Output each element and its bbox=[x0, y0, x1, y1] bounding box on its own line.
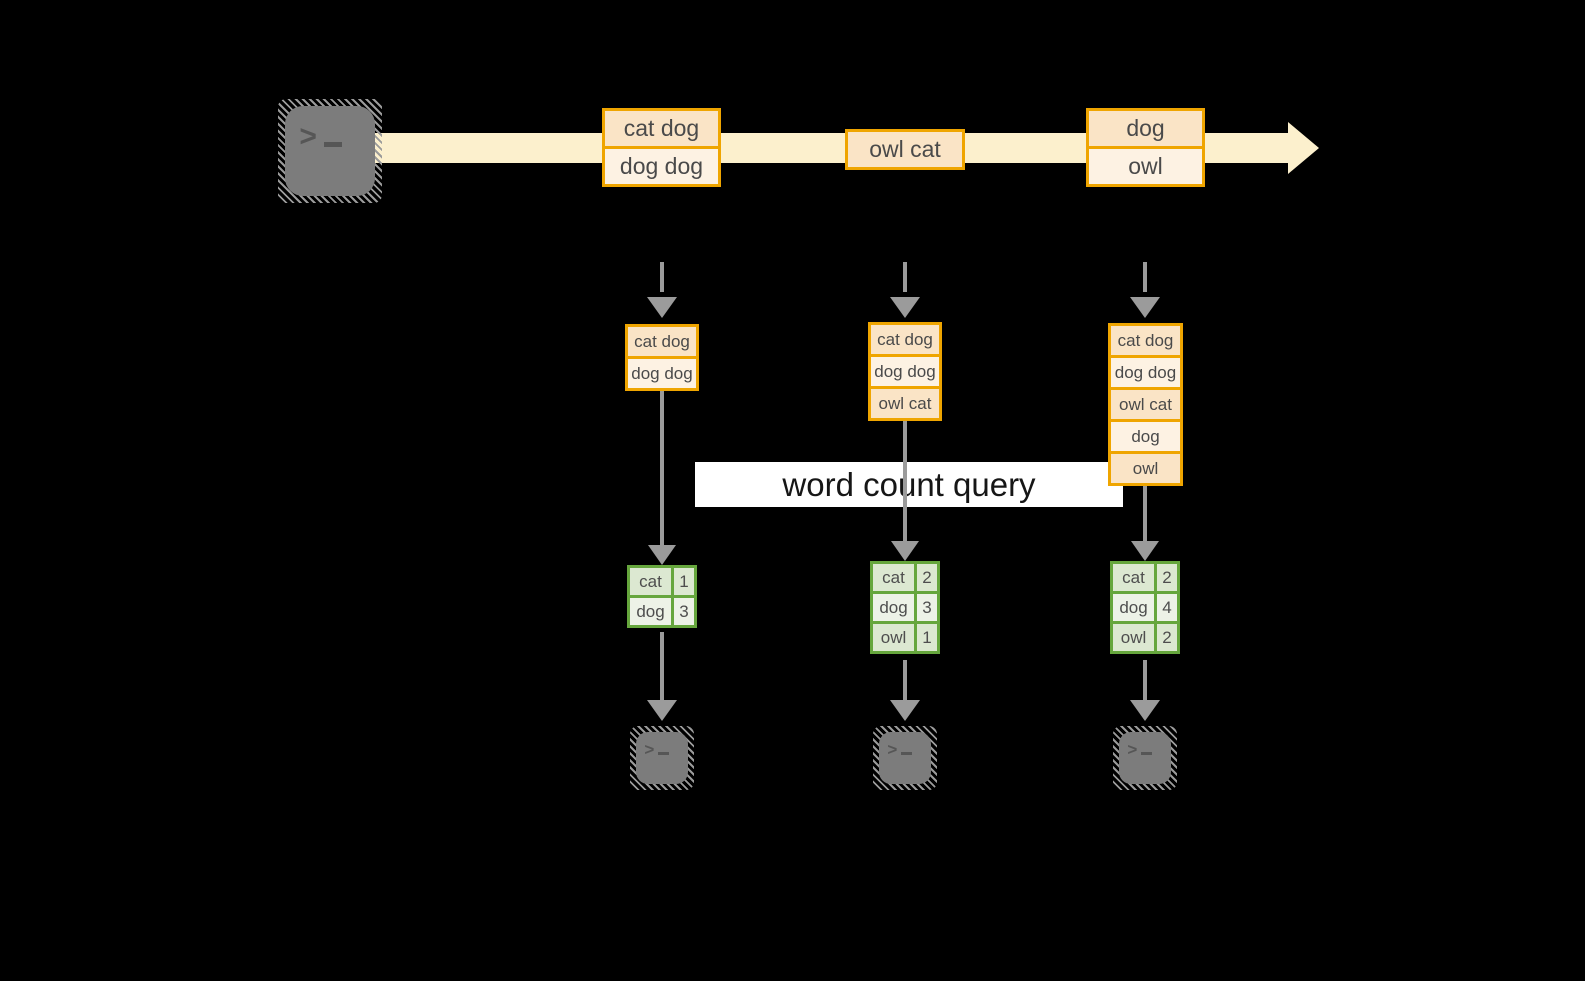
cursor-underscore-icon bbox=[658, 752, 670, 756]
arrowhead-down-icon bbox=[1130, 700, 1160, 721]
buffer-item: cat dog bbox=[625, 324, 699, 359]
arrowhead-down-icon bbox=[647, 297, 677, 318]
table-row: cat 2 bbox=[1110, 561, 1180, 594]
arrowhead-down-icon bbox=[891, 541, 919, 561]
count-table-3: cat 2 dog 4 owl 2 bbox=[1110, 561, 1180, 654]
stream-event-1: cat dog dog dog bbox=[602, 108, 721, 187]
terminal-prompt-icon: > bbox=[299, 122, 342, 152]
count-value-cell: 1 bbox=[914, 621, 940, 654]
stream-event-2: owl cat bbox=[845, 129, 965, 170]
buffer-item: cat dog bbox=[1108, 323, 1183, 358]
arrowhead-down-icon bbox=[647, 700, 677, 721]
arrowhead-down-icon bbox=[1131, 541, 1159, 561]
stream-event-text: owl bbox=[1086, 146, 1205, 187]
count-value-cell: 3 bbox=[671, 595, 697, 628]
count-value-cell: 2 bbox=[1154, 561, 1180, 594]
arrowhead-down-icon bbox=[1130, 297, 1160, 318]
output-arrow-line bbox=[903, 660, 907, 700]
count-word-cell: cat bbox=[1110, 561, 1157, 594]
chevron-right-icon: > bbox=[644, 740, 655, 760]
chevron-right-icon: > bbox=[1127, 740, 1138, 760]
count-word-cell: cat bbox=[870, 561, 917, 594]
stream-event-text: owl cat bbox=[845, 129, 965, 170]
buffer-stack-2: cat dog dog dog owl cat bbox=[868, 322, 942, 421]
buffer-item: dog bbox=[1108, 419, 1183, 454]
count-table-1: cat 1 dog 3 bbox=[627, 565, 697, 628]
arrowhead-down-icon bbox=[890, 700, 920, 721]
buffer-item: owl cat bbox=[1108, 387, 1183, 422]
chevron-right-icon: > bbox=[887, 740, 898, 760]
terminal-body: > bbox=[1119, 732, 1171, 784]
buffer-stack-3: cat dog dog dog owl cat dog owl bbox=[1108, 323, 1183, 486]
chevron-right-icon: > bbox=[299, 120, 317, 154]
stream-arrowhead-icon bbox=[1288, 122, 1319, 174]
cursor-underscore-icon bbox=[1141, 752, 1153, 756]
cursor-underscore-icon bbox=[901, 752, 913, 756]
query-arrow-line bbox=[903, 419, 907, 541]
dashed-arrow-line bbox=[903, 262, 907, 292]
query-arrow-line bbox=[660, 389, 664, 545]
stream-event-text: dog bbox=[1086, 108, 1205, 149]
terminal-body: > bbox=[879, 732, 931, 784]
buffer-item: dog dog bbox=[1108, 355, 1183, 390]
terminal-icon: > bbox=[630, 726, 694, 790]
count-value-cell: 4 bbox=[1154, 591, 1180, 624]
dashed-arrow-line bbox=[660, 262, 664, 292]
stream-event-3: dog owl bbox=[1086, 108, 1205, 187]
buffer-item: dog dog bbox=[625, 356, 699, 391]
buffer-item: owl cat bbox=[868, 386, 942, 421]
output-arrow-line bbox=[660, 632, 664, 700]
count-word-cell: dog bbox=[870, 591, 917, 624]
arrowhead-down-icon bbox=[648, 545, 676, 565]
count-value-cell: 3 bbox=[914, 591, 940, 624]
query-arrow-line bbox=[1143, 484, 1147, 541]
count-word-cell: dog bbox=[1110, 591, 1157, 624]
terminal-prompt-icon: > bbox=[887, 740, 913, 760]
buffer-item: dog dog bbox=[868, 354, 942, 389]
count-word-cell: cat bbox=[627, 565, 674, 598]
count-word-cell: dog bbox=[627, 595, 674, 628]
count-value-cell: 1 bbox=[671, 565, 697, 598]
count-word-cell: owl bbox=[1110, 621, 1157, 654]
dashed-arrow-line bbox=[1143, 262, 1147, 292]
terminal-body: > bbox=[285, 106, 375, 196]
count-word-cell: owl bbox=[870, 621, 917, 654]
table-row: dog 3 bbox=[627, 595, 697, 628]
terminal-prompt-icon: > bbox=[1127, 740, 1153, 760]
terminal-body: > bbox=[636, 732, 688, 784]
table-row: owl 1 bbox=[870, 621, 940, 654]
count-table-2: cat 2 dog 3 owl 1 bbox=[870, 561, 940, 654]
buffer-stack-1: cat dog dog dog bbox=[625, 324, 699, 391]
output-arrow-line bbox=[1143, 660, 1147, 700]
count-value-cell: 2 bbox=[1154, 621, 1180, 654]
table-row: owl 2 bbox=[1110, 621, 1180, 654]
terminal-icon: > bbox=[873, 726, 937, 790]
terminal-prompt-icon: > bbox=[644, 740, 670, 760]
count-value-cell: 2 bbox=[914, 561, 940, 594]
terminal-icon: > bbox=[278, 99, 382, 203]
buffer-item: owl bbox=[1108, 451, 1183, 486]
cursor-underscore-icon bbox=[323, 142, 342, 148]
arrowhead-down-icon bbox=[890, 297, 920, 318]
table-row: dog 3 bbox=[870, 591, 940, 624]
stream-event-text: dog dog bbox=[602, 146, 721, 187]
table-row: cat 2 bbox=[870, 561, 940, 594]
buffer-item: cat dog bbox=[868, 322, 942, 357]
table-row: dog 4 bbox=[1110, 591, 1180, 624]
word-count-query-label: word count query bbox=[695, 462, 1123, 507]
table-row: cat 1 bbox=[627, 565, 697, 598]
terminal-icon: > bbox=[1113, 726, 1177, 790]
stream-event-text: cat dog bbox=[602, 108, 721, 149]
